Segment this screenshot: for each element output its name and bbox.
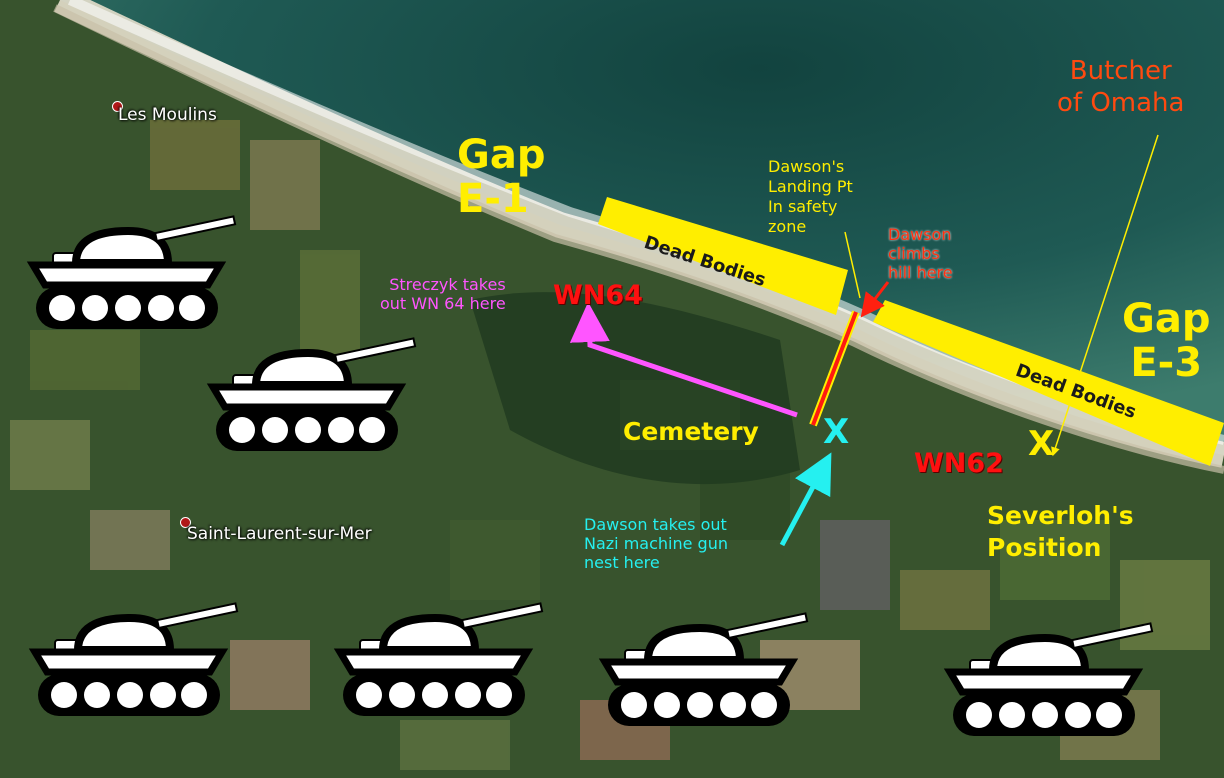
dawson-position-marker: X — [823, 412, 850, 452]
location-pin-icon — [112, 101, 123, 112]
gap-e1-label: Gap E-1 — [457, 132, 546, 222]
dead-bodies-band-west — [598, 197, 848, 315]
butcher-of-omaha-label: Butcher of Omaha — [1057, 56, 1185, 118]
streczyk-route-arrow — [569, 302, 798, 418]
streczyk-note: Streczyk takes out WN 64 here — [380, 275, 506, 313]
severloh-position-label: Severloh's Position — [987, 501, 1134, 562]
landing-pointer-line — [844, 231, 861, 299]
butcher-pointer-line — [1051, 134, 1159, 457]
place-saint-laurent: Saint-Laurent-sur-Mer — [187, 524, 372, 544]
dawson-attack-arrow — [779, 452, 832, 547]
dead-bodies-band-east — [873, 300, 1224, 466]
gap-e3-label: Gap E-3 — [1122, 296, 1211, 386]
dawson-climbs-note: Dawson climbs hill here — [888, 225, 953, 282]
location-pin-icon — [180, 517, 191, 528]
place-les-moulins: Les Moulins — [118, 105, 217, 125]
dawson-landing-note: Dawson's Landing Pt In safety zone — [768, 157, 853, 236]
cemetery-label: Cemetery — [623, 417, 759, 446]
dawson-takes-out-note: Dawson takes out Nazi machine gun nest h… — [584, 515, 728, 572]
climb-pointer-arrow — [860, 281, 890, 318]
wn62-label: WN62 — [914, 448, 1004, 479]
wn64-label: WN64 — [553, 280, 643, 311]
severloh-position-marker: X — [1028, 424, 1055, 464]
